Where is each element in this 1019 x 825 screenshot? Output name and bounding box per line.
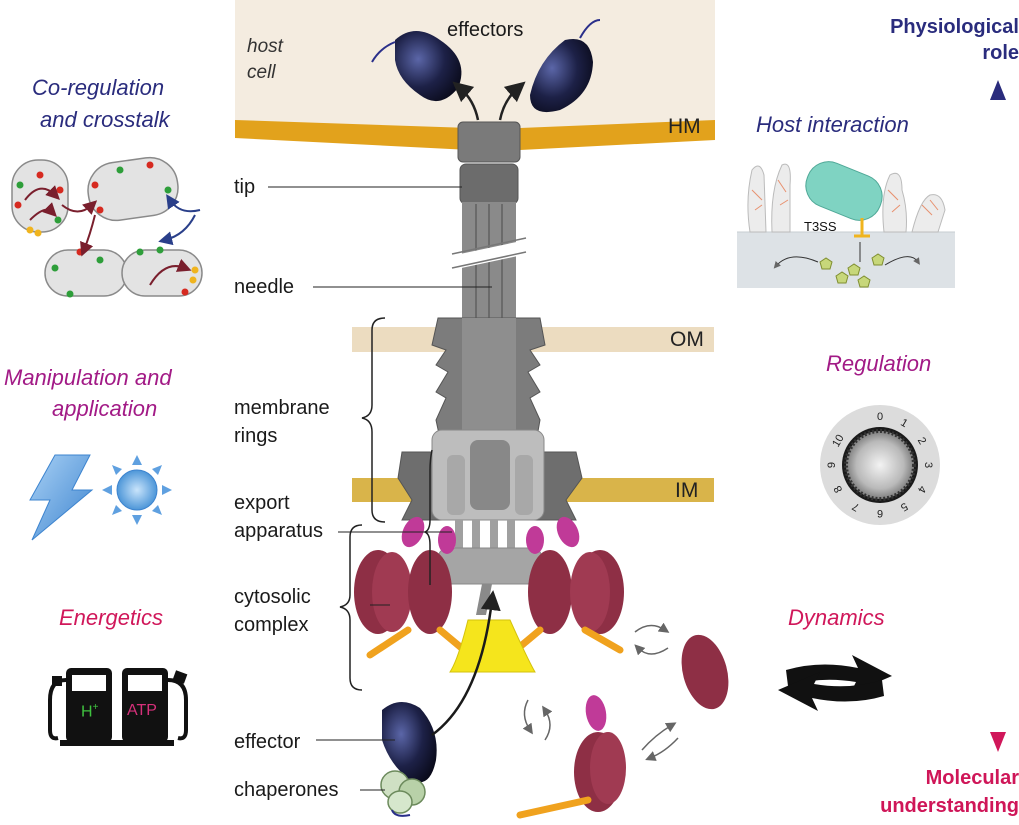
regulation-title: Regulation — [826, 351, 932, 376]
tip-label: tip — [234, 176, 256, 198]
hm-label: HM — [668, 115, 701, 138]
chaperones — [380, 770, 426, 814]
free-pod-1 — [681, 634, 729, 710]
dial-number: 1 — [898, 417, 909, 430]
effector-right-host — [530, 38, 593, 113]
coregulation-cells-icon — [11, 156, 203, 298]
fuel-pump-atp-icon — [116, 668, 188, 746]
manipulation-title-2: application — [52, 396, 158, 421]
secretion-arrow-left — [452, 81, 480, 121]
host-cell-label-line1: host — [247, 36, 283, 57]
needle-label: needle — [234, 276, 295, 298]
pod-maroon-4 — [570, 550, 624, 634]
cytosolic-complex-label-1: cytosolic — [234, 586, 311, 608]
effectors-label: effectors — [447, 19, 524, 41]
host-interaction-title: Host interaction — [756, 112, 909, 137]
axis-top-line1: Physiological — [890, 16, 1019, 38]
brace-membrane-rings — [361, 317, 386, 523]
axis-bottom-line2: understanding — [880, 795, 1019, 817]
axis-arrow-top — [990, 80, 1006, 100]
axis-top-label: Physiological role — [819, 14, 1019, 66]
pod-magenta-3 — [526, 526, 544, 554]
host-interaction-icon — [737, 161, 955, 288]
axis-top-line2: role — [982, 42, 1019, 64]
atpase — [449, 619, 536, 673]
coregulation-title-2: and crosstalk — [40, 107, 170, 132]
pod-magenta-2 — [438, 526, 456, 554]
membrane-rings-label-2: rings — [234, 425, 278, 447]
pod-magenta-4 — [556, 516, 580, 548]
lightning-icon — [29, 454, 94, 541]
pump-h-text: H — [81, 703, 93, 721]
effector-right-tail — [579, 19, 601, 39]
tip-lower — [459, 163, 519, 205]
export-apparatus-label-1: export — [234, 492, 290, 514]
axis-bottom-label: Molecular understanding — [799, 764, 1019, 820]
cytosolic-complex-label-2: complex — [234, 614, 309, 636]
pump-h-sup: + — [92, 702, 99, 713]
pump-atp-label: ATP — [127, 702, 157, 719]
sun-icon — [102, 455, 172, 525]
dial-number: 2 — [915, 435, 928, 446]
free-pod-2b — [590, 732, 626, 804]
membrane-rings-label-1: membrane — [234, 397, 330, 419]
im-label: IM — [675, 479, 699, 502]
secretion-path-arrow — [431, 590, 501, 737]
tip-upper — [457, 121, 521, 163]
needle-break — [451, 240, 527, 270]
dial-number-labels: 0 12 3 45 6 78 9 10 — [826, 411, 934, 519]
pod-maroon-3 — [528, 550, 572, 634]
dial-number: 8 — [832, 483, 845, 494]
pump-h-label: H+ — [81, 702, 98, 721]
axis-arrow-bottom — [990, 732, 1006, 752]
om-label: OM — [670, 328, 704, 351]
dial-number: 6 — [877, 507, 883, 519]
dial-number: 9 — [826, 462, 838, 468]
free-orange — [516, 796, 592, 819]
effector-label: effector — [234, 731, 301, 753]
coregulation-title-1: Co-regulation — [32, 75, 165, 100]
sorting-platform — [437, 547, 543, 585]
export-apparatus-label-2: apparatus — [234, 520, 323, 542]
chaperones-label: chaperones — [234, 779, 339, 801]
host-cell-label-line2: cell — [247, 62, 276, 83]
dial-number: 7 — [850, 500, 861, 513]
t3ss-label: T3SS — [804, 219, 837, 234]
dial-number: 0 — [877, 411, 883, 423]
dynamics-arrows-icon — [778, 655, 892, 711]
effector-cytosol — [382, 701, 437, 783]
dynamics-title: Dynamics — [788, 605, 885, 630]
regulation-dial-icon — [820, 405, 940, 525]
dial-number: 10 — [830, 433, 847, 450]
effector-left-host — [395, 31, 462, 102]
brace-export — [422, 449, 433, 585]
pod-maroon-1 — [354, 550, 412, 634]
energetics-title: Energetics — [59, 605, 163, 630]
fuel-pump-h-icon — [48, 668, 118, 746]
dial-number: 4 — [915, 483, 928, 494]
host-cell-label: host cell — [247, 34, 307, 86]
brace-cytosolic — [339, 524, 363, 691]
pod-maroon-2 — [408, 550, 452, 634]
free-pod-magenta — [585, 695, 607, 731]
dial-number: 5 — [898, 500, 909, 513]
secretion-arrow-right — [498, 81, 526, 121]
axis-bottom-line1: Molecular — [925, 767, 1019, 789]
effector-left-tail — [371, 41, 396, 63]
manipulation-title-1: Manipulation and — [4, 365, 172, 390]
dial-number: 3 — [922, 462, 934, 468]
